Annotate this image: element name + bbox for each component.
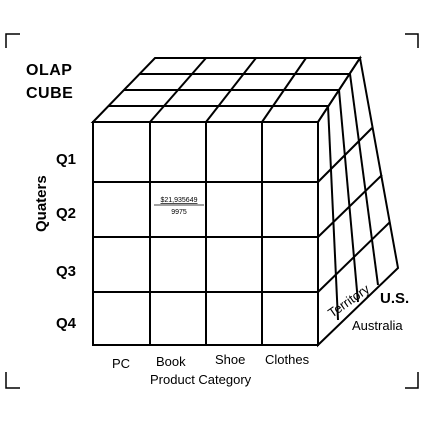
cube-top-face: [90, 57, 362, 123]
category-label-clothes: Clothes: [265, 352, 310, 367]
title-line-1: OLAP: [26, 62, 72, 79]
cube-front-face: [92, 121, 319, 346]
frame-corners: [5, 33, 419, 389]
quarters-axis-label: Quaters: [33, 175, 50, 232]
category-label-book: Book: [156, 354, 186, 369]
territory-label-us: U.S.: [380, 290, 409, 307]
cell-value-bottom: 9975: [171, 209, 187, 216]
cell-value-top: $21,935649: [161, 197, 198, 204]
quarter-label-q1: Q1: [56, 151, 76, 168]
product-category-axis-label: Product Category: [150, 372, 252, 387]
territory-label-australia: Australia: [352, 318, 403, 333]
cube-right-face: [317, 55, 400, 348]
quarter-label-q3: Q3: [56, 263, 76, 280]
quarter-label-q2: Q2: [56, 205, 76, 222]
title-line-2: CUBE: [26, 85, 73, 102]
category-label-shoe: Shoe: [215, 352, 245, 367]
category-label-pc: PC: [112, 356, 130, 371]
quarter-label-q4: Q4: [56, 315, 77, 332]
